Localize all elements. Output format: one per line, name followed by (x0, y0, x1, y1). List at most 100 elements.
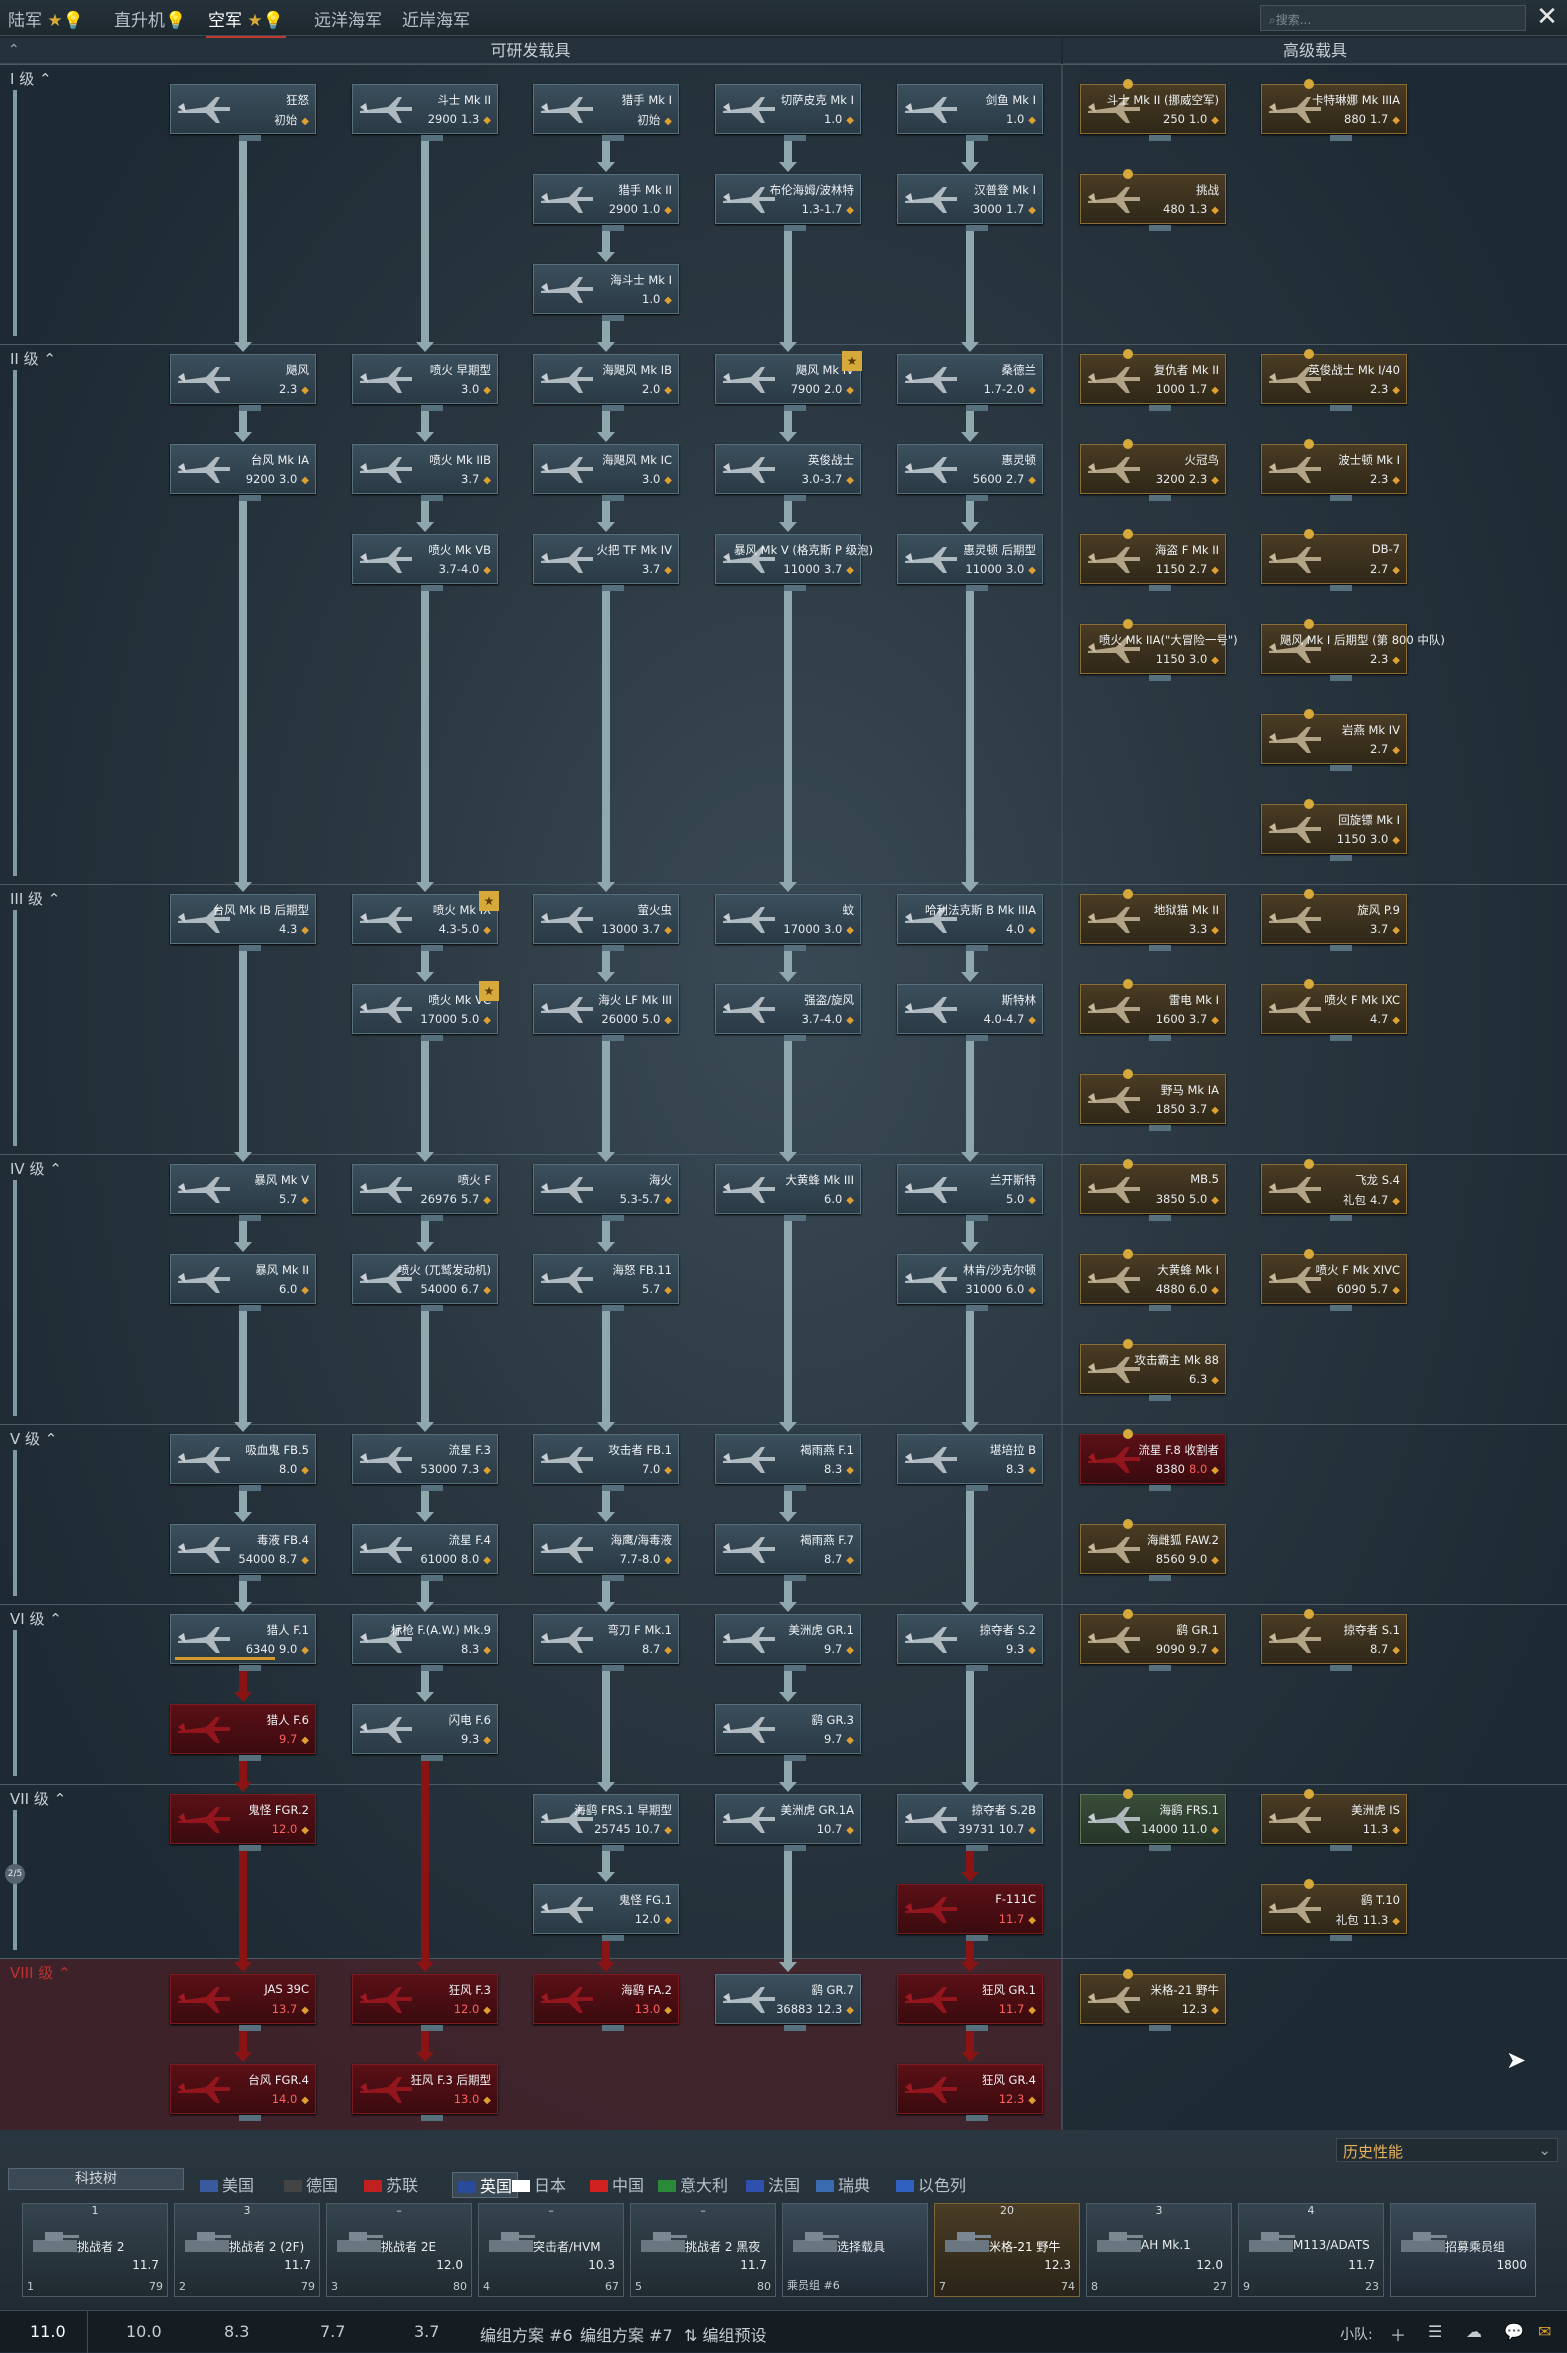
tier-label[interactable]: VII 级 ⌃ (10, 1790, 67, 1808)
br-filter-5[interactable]: 3.7 (414, 2322, 440, 2341)
history-performance-select[interactable]: 历史性能⌄ (1336, 2138, 1558, 2162)
tier-collapse-bar[interactable] (13, 1450, 17, 1596)
add-icon[interactable]: ＋ (1390, 2326, 1407, 2345)
list-icon[interactable]: ☰ (1428, 2322, 1443, 2341)
collapse-all-icon[interactable]: ⌃ (8, 42, 20, 58)
nation-tab[interactable]: 德国 (284, 2172, 338, 2196)
tier-collapse-bar[interactable] (13, 1180, 17, 1416)
tier-label[interactable]: VI 级 ⌃ (10, 1610, 62, 1628)
chat-icon[interactable]: 💬 (1504, 2322, 1524, 2341)
tier-collapse-bar[interactable] (13, 910, 17, 1146)
nation-tab[interactable]: 意大利 (658, 2172, 728, 2196)
nation-tab[interactable]: 英国 (452, 2172, 519, 2198)
br-filter-1[interactable]: 11.0 (30, 2322, 66, 2341)
crew-slot[interactable]: 选择载具乘员组 #6 (782, 2203, 928, 2297)
nation-tab[interactable]: 法国 (746, 2172, 800, 2196)
br-filter-4[interactable]: 7.7 (320, 2322, 346, 2341)
tab-bluewater-fleet[interactable]: 远洋海军 (314, 6, 382, 31)
br-filter-2[interactable]: 10.0 (126, 2322, 162, 2341)
tier-label[interactable]: II 级 ⌃ (10, 350, 56, 368)
preset-6-tab[interactable]: 编组方案 #6 (480, 2326, 573, 2345)
nation-tab[interactable]: 中国 (590, 2172, 644, 2196)
nation-tab[interactable]: 以色列 (896, 2172, 966, 2196)
techtree-toggle-button[interactable]: 科技树 (8, 2168, 184, 2190)
tier-label[interactable]: V 级 ⌃ (10, 1430, 58, 1448)
tab-coastal-fleet[interactable]: 近岸海军 (402, 6, 470, 31)
tier-collapse-bar[interactable] (13, 1630, 17, 1776)
